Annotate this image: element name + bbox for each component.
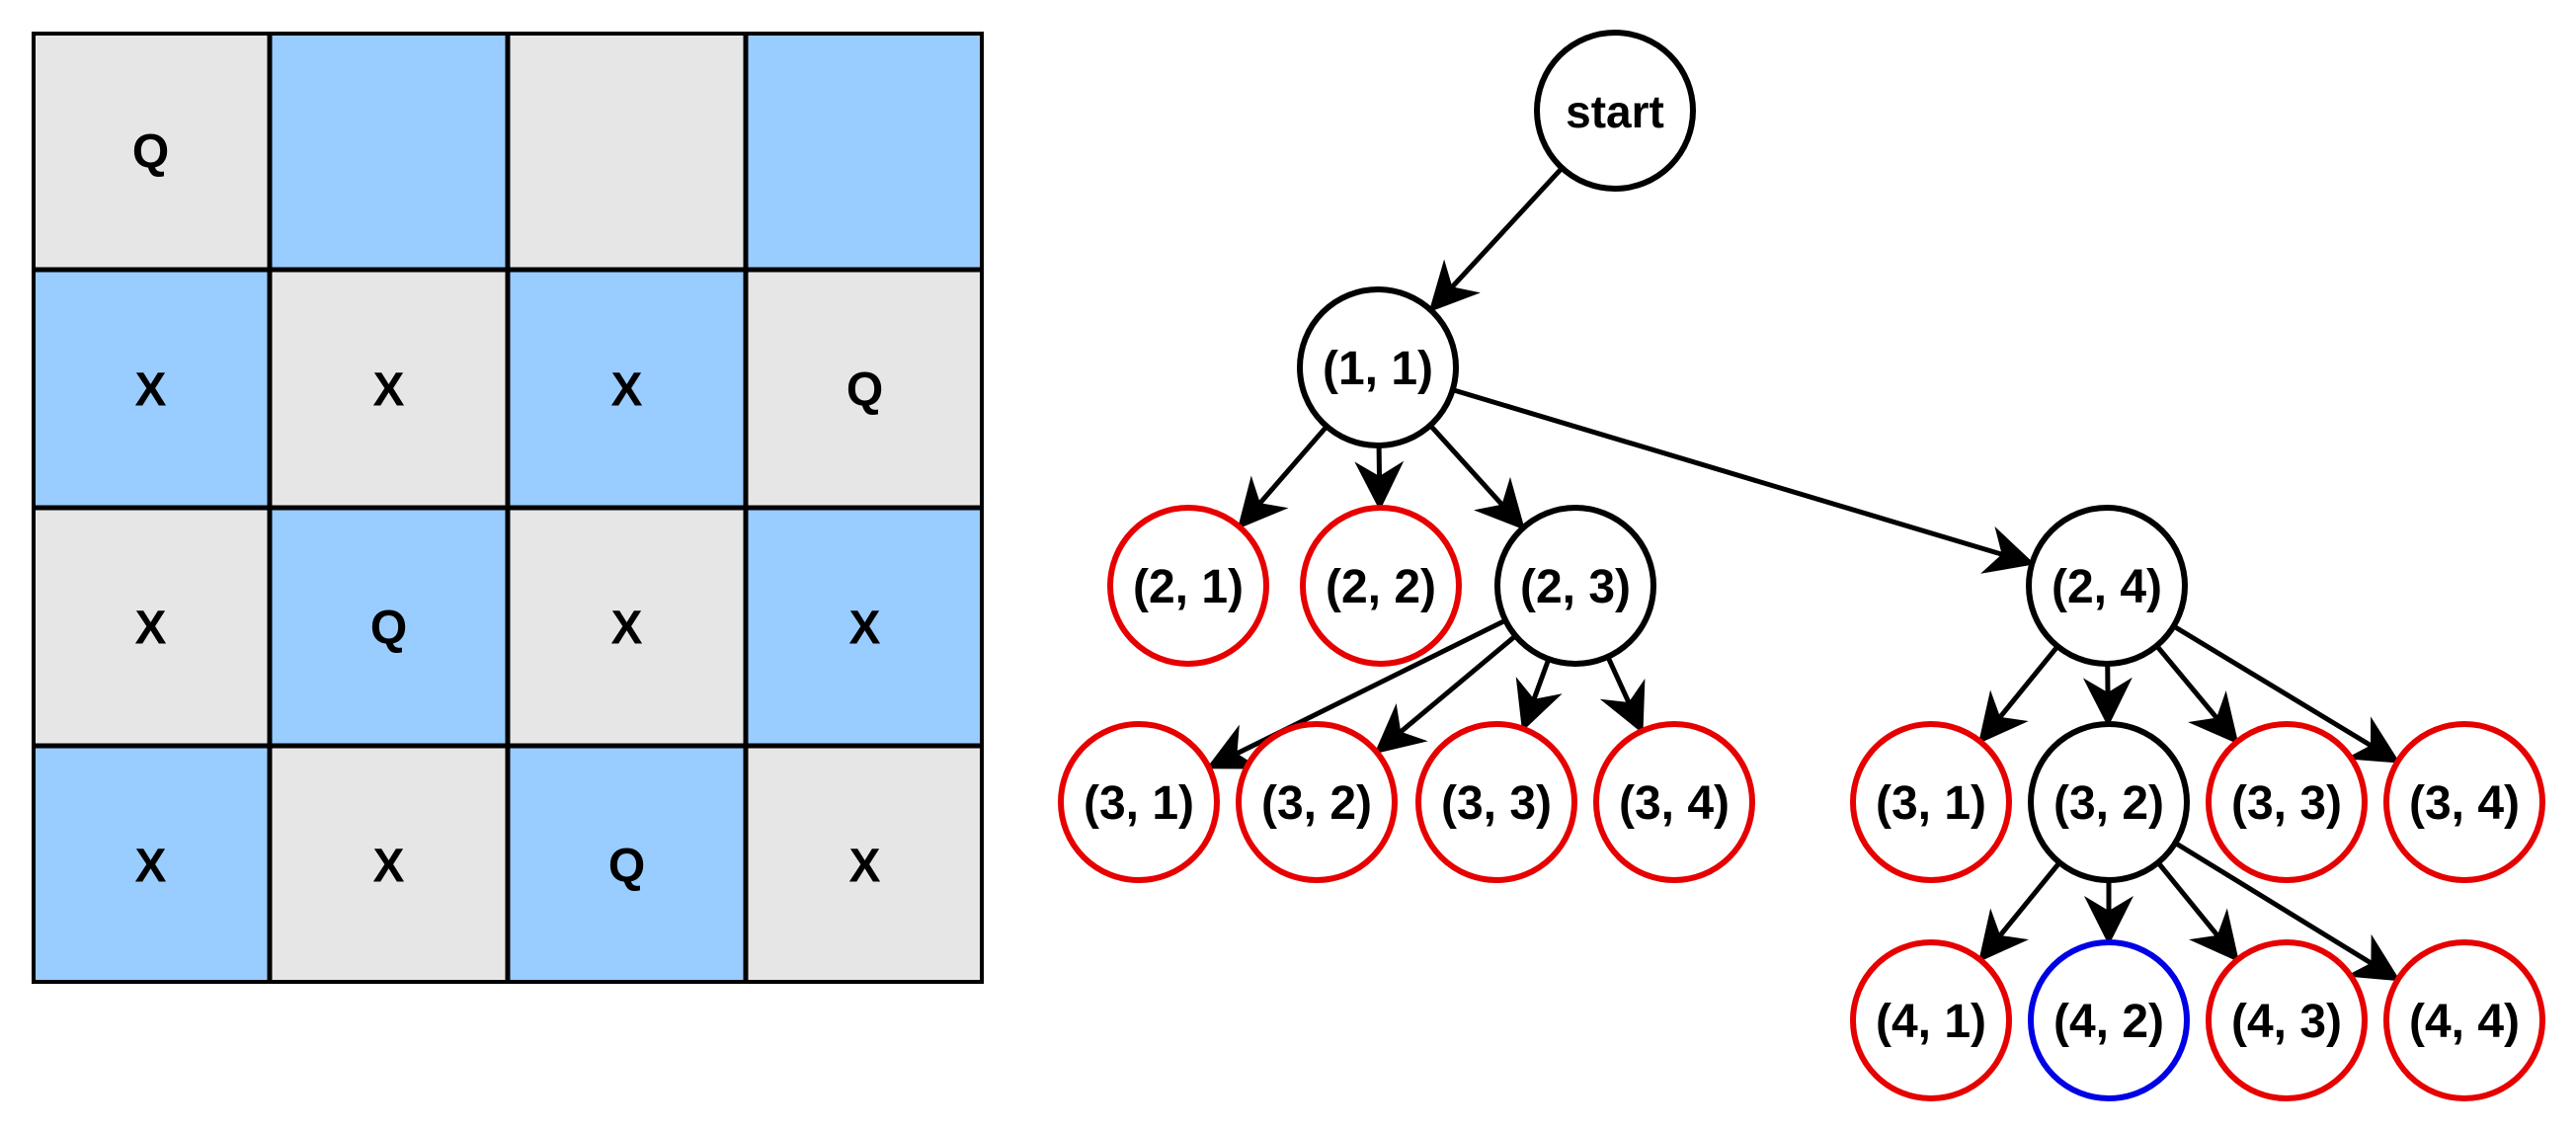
node-circle [1300, 505, 1462, 667]
tree-edge [2155, 860, 2240, 963]
node-label: (4, 3) [2231, 996, 2342, 1048]
tree-edge [2154, 644, 2239, 745]
node-circle [1058, 721, 1220, 883]
queen-mark: Q [608, 841, 645, 893]
tree-edge [1354, 445, 1405, 512]
tree-node-n23_31: (3, 1) [1058, 721, 1220, 883]
node-circle [1494, 505, 1656, 667]
tree-edge [1428, 166, 1565, 313]
node-circle [1850, 721, 2012, 883]
tree-node-n24_34: (3, 4) [2383, 721, 2545, 883]
tree-node-n43: (4, 3) [2206, 939, 2368, 1101]
tree-edge [1515, 658, 1563, 732]
node-label: (3, 4) [2409, 777, 2520, 830]
tree-edge [2174, 841, 2401, 982]
node-label: (4, 4) [2409, 996, 2520, 1048]
tree-node-n42: (4, 2) [2028, 939, 2190, 1101]
tree-node-n41: (4, 1) [1850, 939, 2012, 1101]
attacked-mark: X [848, 603, 880, 655]
tree-edge [2082, 663, 2133, 728]
node-circle [1415, 721, 1577, 883]
attacked-mark: X [134, 364, 166, 417]
tree-nodes: start (1, 1) (2, 1) (2, 2) (2, 3) (2, 4) (3, 1… [1058, 30, 2545, 1101]
tree-node-n24: (2, 4) [2026, 505, 2188, 667]
chess-board: Q X X X Q X Q X X X X Q X [32, 32, 984, 984]
node-circle [2206, 721, 2368, 883]
tree-node-n11: (1, 1) [1297, 286, 1459, 448]
tree-edge [2172, 623, 2400, 764]
queen-mark: Q [370, 603, 407, 655]
attacked-mark: X [610, 603, 642, 655]
node-label: (2, 4) [2052, 561, 2162, 613]
node-label: (3, 3) [2231, 777, 2342, 830]
node-circle [1534, 30, 1696, 192]
tree-edge [1451, 387, 2036, 574]
node-circle [2028, 721, 2190, 883]
node-label: (1, 1) [1323, 343, 1433, 395]
tree-node-n23: (2, 3) [1494, 505, 1656, 667]
node-circle [2028, 939, 2190, 1101]
node-circle [1297, 286, 1459, 448]
board-cell: X [505, 267, 749, 511]
tree-node-n24_33: (3, 3) [2206, 721, 2368, 883]
node-label: (3, 2) [1261, 777, 1372, 830]
node-circle [1107, 505, 1269, 667]
tree-edge [1977, 860, 2062, 963]
board-cell: X [32, 505, 273, 749]
board-cell: X [267, 743, 511, 984]
node-label: (3, 3) [1441, 777, 1552, 830]
attacked-mark: X [134, 603, 166, 655]
tree-node-n22: (2, 2) [1300, 505, 1462, 667]
board-cell: Q [743, 267, 984, 511]
attacked-mark: X [134, 841, 166, 893]
node-label: (3, 1) [1876, 777, 1986, 830]
tree-node-n44: (4, 4) [2383, 939, 2545, 1101]
node-label: (2, 1) [1133, 561, 1244, 613]
node-circle [2026, 505, 2188, 667]
tree-edge [1599, 655, 1646, 734]
tree-edge [1428, 423, 1526, 530]
node-circle [1850, 939, 2012, 1101]
tree-edge [1977, 644, 2060, 745]
tree-node-n23_33: (3, 3) [1415, 721, 1577, 883]
node-label: (4, 2) [2053, 996, 2164, 1048]
node-label: (3, 1) [1084, 777, 1194, 830]
tree-node-start: start [1534, 30, 1696, 192]
board-cell: X [743, 743, 984, 984]
node-circle [2383, 721, 2545, 883]
tree-node-n24_32: (3, 2) [2028, 721, 2190, 883]
node-circle [2383, 939, 2545, 1101]
node-circle [1593, 721, 1755, 883]
queen-mark: Q [132, 126, 169, 179]
tree-node-n23_34: (3, 4) [1593, 721, 1755, 883]
node-label: (3, 4) [1619, 777, 1730, 830]
node-circle [2206, 939, 2368, 1101]
queen-mark: Q [846, 364, 883, 417]
attacked-mark: X [372, 841, 404, 893]
tree-node-n23_32: (3, 2) [1236, 721, 1398, 883]
tree-node-n21: (2, 1) [1107, 505, 1269, 667]
node-label: start [1566, 86, 1664, 137]
node-label: (2, 3) [1520, 561, 1631, 613]
attacked-mark: X [372, 364, 404, 417]
board-cell: Q [267, 505, 511, 749]
board-cell [505, 32, 749, 273]
tree-edge [1237, 424, 1329, 529]
tree-edge [1206, 617, 1507, 769]
tree-edge [1374, 633, 1517, 755]
attacked-mark: X [848, 841, 880, 893]
node-circle [1236, 721, 1398, 883]
tree-edges [1206, 166, 2401, 982]
node-label: (3, 2) [2053, 777, 2164, 830]
tree-node-n24_31: (3, 1) [1850, 721, 2012, 883]
node-label: (2, 2) [1326, 561, 1436, 613]
attacked-mark: X [610, 364, 642, 417]
board-cell: Q [505, 743, 749, 984]
board-cell: X [32, 743, 273, 984]
node-label: (4, 1) [1876, 996, 1986, 1048]
